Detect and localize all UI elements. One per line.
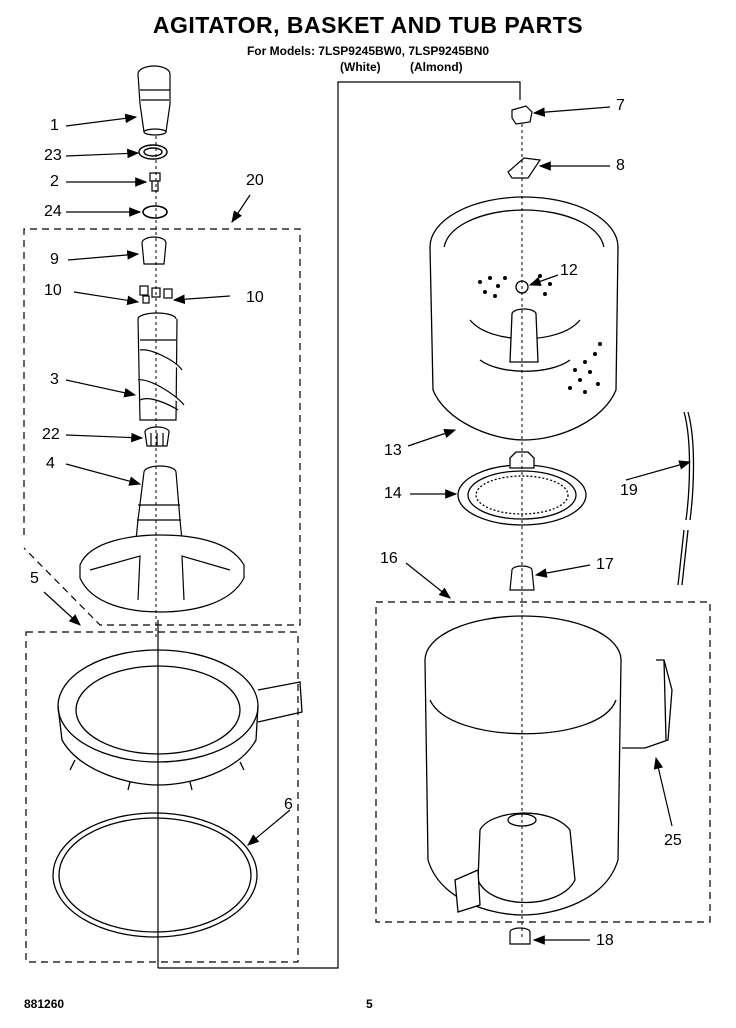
page-title: AGITATOR, BASKET AND TUB PARTS <box>152 12 584 38</box>
part-4-agitator-base <box>79 465 245 613</box>
callout-2: 2 <box>50 173 59 190</box>
part-1-agitator-cap <box>137 65 171 136</box>
model-numbers: For Models: 7LSP9245BW0, 7LSP9245BN0 <box>246 44 490 58</box>
callout-9: 9 <box>50 251 59 268</box>
part-5-tub-ring <box>57 649 303 791</box>
callout-16: 16 <box>380 550 398 567</box>
callout-24: 24 <box>44 203 62 220</box>
part-24-o-ring <box>142 205 168 219</box>
callout-6: 6 <box>284 796 293 813</box>
callout-14: 14 <box>384 485 402 502</box>
callout-19: 19 <box>620 482 638 499</box>
callout-23: 23 <box>44 147 62 164</box>
color-white-label: (White) <box>340 60 381 74</box>
part-18-nut <box>509 927 531 945</box>
part-2-bolt <box>149 172 161 192</box>
color-almond-label: (Almond) <box>410 60 463 74</box>
callout-25: 25 <box>664 832 682 849</box>
color-labels: (White) (Almond) <box>340 60 489 74</box>
part-22-bearing <box>144 426 170 447</box>
callout-12: 12 <box>560 262 578 279</box>
part-19-hose <box>677 411 695 586</box>
diagram-code: 881260 <box>24 997 65 1011</box>
callout-22: 22 <box>42 426 60 443</box>
part-6-snubber-ring <box>52 812 258 938</box>
part-3-agitator-auger <box>137 312 185 421</box>
axis-lines <box>155 124 523 940</box>
part-13-basket <box>429 196 619 441</box>
callout-3: 3 <box>50 371 59 388</box>
part-8-clip <box>507 157 542 179</box>
callout-10-right: 10 <box>246 289 264 306</box>
connector-lines <box>157 81 521 969</box>
callout-7: 7 <box>616 97 625 114</box>
callout-20: 20 <box>246 172 264 189</box>
part-23-ring <box>138 144 168 160</box>
callout-8: 8 <box>616 157 625 174</box>
callout-1: 1 <box>50 117 59 134</box>
callout-4: 4 <box>46 455 55 472</box>
part-9-dog-retainer <box>141 236 167 265</box>
callout-5: 5 <box>30 570 39 587</box>
part-7-nut <box>511 105 533 125</box>
callout-17: 17 <box>596 556 614 573</box>
callout-13: 13 <box>384 442 402 459</box>
callout-10-left: 10 <box>44 282 62 299</box>
callout-18: 18 <box>596 932 614 949</box>
part-16-outer-tub <box>424 615 673 916</box>
leader-arrows <box>43 106 692 945</box>
page-number: 5 <box>366 997 373 1011</box>
dashed-boxes <box>23 228 711 963</box>
